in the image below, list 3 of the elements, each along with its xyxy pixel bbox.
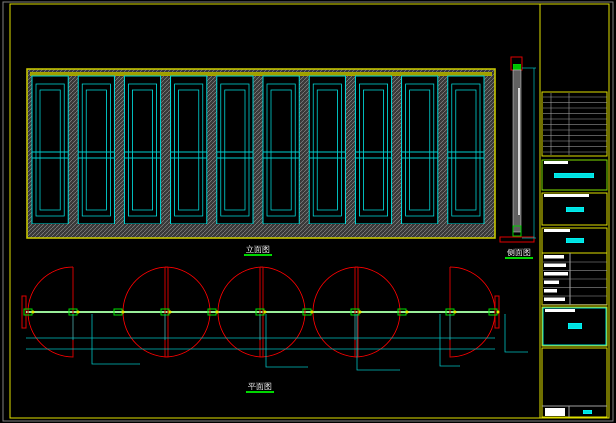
view-title: 侧面图 [505,248,533,259]
view-title: 平面图 [246,382,274,393]
view-title: 立面图 [244,245,272,256]
